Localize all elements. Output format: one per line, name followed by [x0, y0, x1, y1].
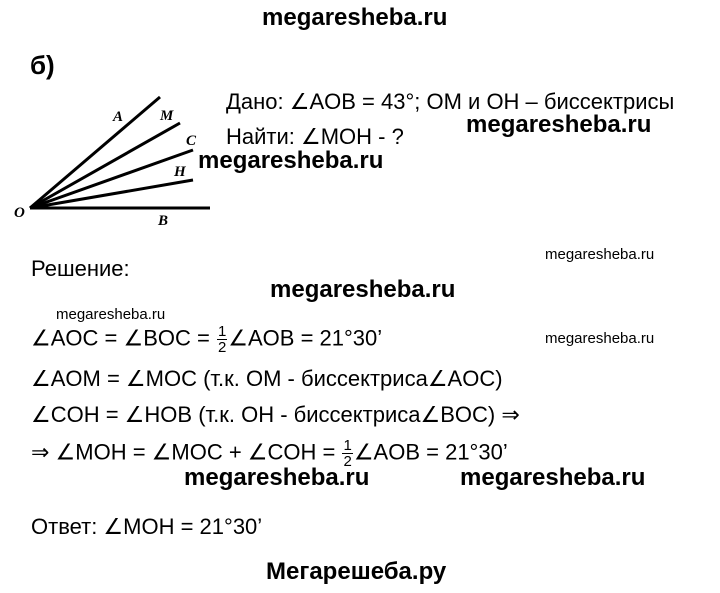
- solution-heading: Решение:: [31, 256, 130, 281]
- ray-oh: [29, 178, 194, 210]
- solution-line-1-start: ∠AOC = ∠BOC =: [31, 325, 216, 351]
- watermark-small-right-1: megaresheba.ru: [545, 246, 655, 263]
- label-c: C: [186, 133, 197, 149]
- solution-line-2: ∠AOM = ∠MOC (т.к. OM - биссектриса∠AOC): [31, 366, 503, 391]
- fraction-denominator: 2: [217, 339, 227, 356]
- watermark-diagram: megaresheba.ru: [198, 147, 384, 174]
- part-label: б): [30, 50, 55, 80]
- solution-line-1-end: ∠AOB = 21°30’: [228, 325, 383, 351]
- label-m: M: [159, 108, 174, 124]
- label-o: O: [14, 205, 25, 221]
- label-a: A: [112, 109, 123, 125]
- ray-oc: [29, 148, 194, 210]
- fraction-denominator-2: 2: [343, 453, 352, 470]
- given-line: Дано: ∠AOB = 43°; OM и OH – биссектрисы: [226, 89, 675, 114]
- watermark-given: megaresheba.ru: [466, 111, 652, 138]
- ray-om: [29, 121, 181, 210]
- ray-oa: [29, 95, 161, 210]
- label-h: H: [173, 164, 187, 180]
- watermark-top: megaresheba.ru: [262, 4, 448, 31]
- footer-watermark: Мегарешеба.ру: [266, 558, 447, 585]
- answer-line: Ответ: ∠MOH = 21°30’: [31, 514, 263, 539]
- solution-line-4-start: ⇒ ∠MOH = ∠MOC + ∠COH =: [31, 439, 342, 465]
- angle-diagram: O A M C H B: [14, 95, 210, 229]
- fraction-numerator-2: 1: [342, 437, 353, 454]
- find-line: Найти: ∠MOH - ?: [226, 124, 404, 149]
- solution-line-4-end: ∠AOB = 21°30’: [353, 439, 508, 465]
- solution-line-3: ∠COH = ∠HOB (т.к. OH - биссектриса∠BOC) …: [31, 402, 520, 427]
- watermark-small-right-2: megaresheba.ru: [545, 330, 655, 347]
- fraction-numerator: 1: [216, 323, 228, 340]
- watermark-bottom-left: megaresheba.ru: [184, 464, 370, 491]
- label-b: B: [157, 213, 168, 229]
- watermark-solution: megaresheba.ru: [270, 276, 456, 303]
- watermark-small-left: megaresheba.ru: [56, 306, 166, 323]
- watermark-bottom-right: megaresheba.ru: [460, 464, 646, 491]
